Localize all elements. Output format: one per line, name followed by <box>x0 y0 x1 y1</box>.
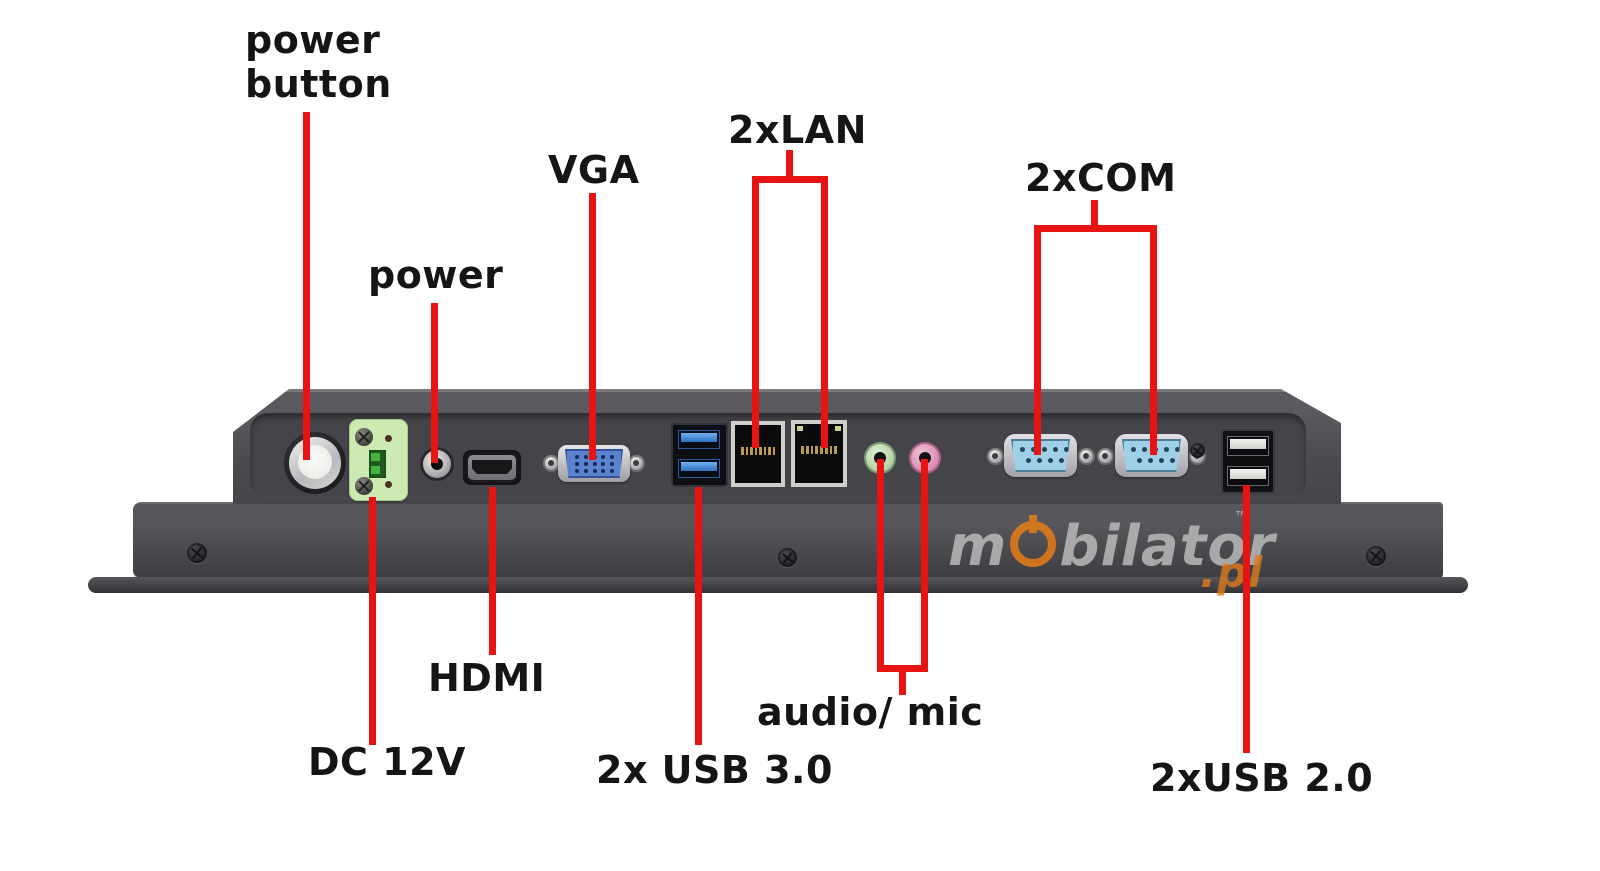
leader-lan-1 <box>752 176 759 448</box>
leader-audio <box>877 459 884 672</box>
power-symbol-icon <box>1010 515 1057 567</box>
lan-led-right <box>835 426 841 431</box>
leader-lan-stub <box>786 150 793 180</box>
watermark-domain: .pl <box>1200 548 1264 597</box>
usb2-port-top <box>1227 436 1269 456</box>
com-port-2 <box>1115 434 1188 477</box>
label-usb2: 2xUSB 2.0 <box>1150 756 1374 800</box>
usb2-port-bottom <box>1227 466 1269 486</box>
com2-nut-left <box>1097 448 1114 465</box>
usb3-port-top <box>678 430 720 449</box>
terminal-pin <box>371 466 380 474</box>
label-dc-12v: DC 12V <box>308 740 466 784</box>
terminal-connector <box>369 450 386 478</box>
terminal-pin-hole <box>385 435 392 442</box>
usb2-port-stack <box>1221 429 1275 494</box>
com1-nut-right <box>1078 448 1095 465</box>
panel-screw-icon <box>1190 443 1205 458</box>
com1-nut-left <box>987 448 1004 465</box>
leader-com-1 <box>1034 225 1041 455</box>
label-power: power <box>368 253 504 297</box>
leader-hdmi <box>489 487 496 655</box>
leader-com-bar <box>1034 225 1157 232</box>
leader-dc-12v <box>369 497 376 745</box>
chassis-bottom-strip <box>88 577 1468 593</box>
bezel-screw-left <box>187 543 207 563</box>
lan-led-left <box>797 426 803 431</box>
vga-screw-nut-right <box>628 455 645 472</box>
label-vga: VGA <box>548 148 640 192</box>
lan-port-2 <box>791 420 847 487</box>
leader-mic <box>921 459 928 672</box>
hdmi-port <box>463 450 521 485</box>
bezel-screw-middle <box>778 548 797 567</box>
leader-audio-stub <box>899 665 906 695</box>
lan-port-1 <box>731 421 785 487</box>
label-power-button: power button <box>245 18 392 106</box>
leader-lan-bar <box>752 176 828 183</box>
leader-vga <box>589 193 596 460</box>
leader-lan-2 <box>821 176 828 448</box>
leader-com-2 <box>1150 225 1157 455</box>
label-com: 2xCOM <box>1025 156 1177 200</box>
hdmi-slot <box>472 460 512 474</box>
usb3-port-stack <box>671 423 728 487</box>
label-usb3: 2x USB 3.0 <box>596 748 833 792</box>
terminal-pin-hole <box>385 481 392 488</box>
leader-power <box>431 303 438 463</box>
dc-power-jack-port <box>423 450 451 478</box>
terminal-screw-icon <box>355 477 373 495</box>
bezel-screw-right <box>1366 546 1386 566</box>
power-button-port <box>284 432 346 494</box>
label-lan: 2xLAN <box>728 108 867 152</box>
leader-com-stub <box>1091 200 1098 230</box>
terminal-pin <box>371 453 380 461</box>
usb3-port-bottom <box>678 459 720 478</box>
dc-12v-terminal-block <box>349 419 408 501</box>
vga-pins <box>575 455 615 473</box>
label-audio-mic: audio/ mic <box>757 690 984 734</box>
watermark-part1: m <box>948 514 1008 579</box>
terminal-screw-icon <box>355 428 373 446</box>
vga-port <box>558 445 630 482</box>
vga-screw-nut-left <box>543 455 560 472</box>
watermark-part2: bilator <box>1059 514 1276 579</box>
leader-power-button <box>303 112 310 460</box>
label-hdmi: HDMI <box>428 656 546 700</box>
leader-usb3 <box>695 487 702 745</box>
leader-usb2 <box>1243 485 1250 753</box>
